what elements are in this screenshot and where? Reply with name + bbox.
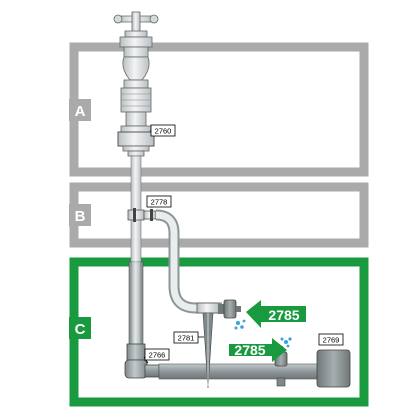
zone-c-label: C (75, 321, 86, 338)
part-2769-tag (318, 333, 344, 346)
emitter-upper-icon (218, 299, 241, 319)
part-2781-tag (173, 331, 199, 344)
part-2760-label: 2760 (155, 127, 172, 136)
water-spray-upper-icon (234, 319, 246, 330)
arrow-2785-bottom (229, 338, 287, 362)
lower-main-pipe-highlight (132, 262, 140, 360)
part-2778-label: 2778 (151, 198, 168, 207)
branch-hose-highlight (155, 211, 222, 312)
part-2769-label: 2769 (323, 336, 340, 345)
arrow-2785-top (246, 300, 306, 328)
part-2778-tag (146, 195, 172, 208)
bottom-distribution-pipe (158, 363, 322, 380)
water-spray-lower-icon (280, 337, 292, 348)
end-box-2769-icon (316, 349, 351, 388)
zone-a-label: A (75, 103, 86, 120)
zone-b-label: B (75, 208, 86, 225)
faucet-body-icon (119, 36, 153, 81)
zone-a-frame (69, 42, 369, 177)
part-2785-top-label: 2785 (268, 307, 299, 323)
regulator-icon (120, 79, 152, 127)
part-2766-label: 2766 (149, 351, 166, 360)
zone-b-frame (69, 182, 369, 248)
faucet-handle-icon (113, 11, 159, 38)
part-2781-label: 2781 (178, 334, 195, 343)
zone-c-label-box (69, 317, 91, 339)
zone-b-label-box (69, 204, 91, 226)
zone-a-label-box (69, 99, 91, 121)
tee-2778-icon (127, 208, 157, 222)
part-2766-tag (144, 348, 170, 361)
adapter-2760-icon (117, 125, 155, 157)
part-2785-bottom-label: 2785 (234, 342, 265, 358)
part-2760-tag (150, 124, 176, 137)
elbow-2766-icon (124, 343, 160, 379)
